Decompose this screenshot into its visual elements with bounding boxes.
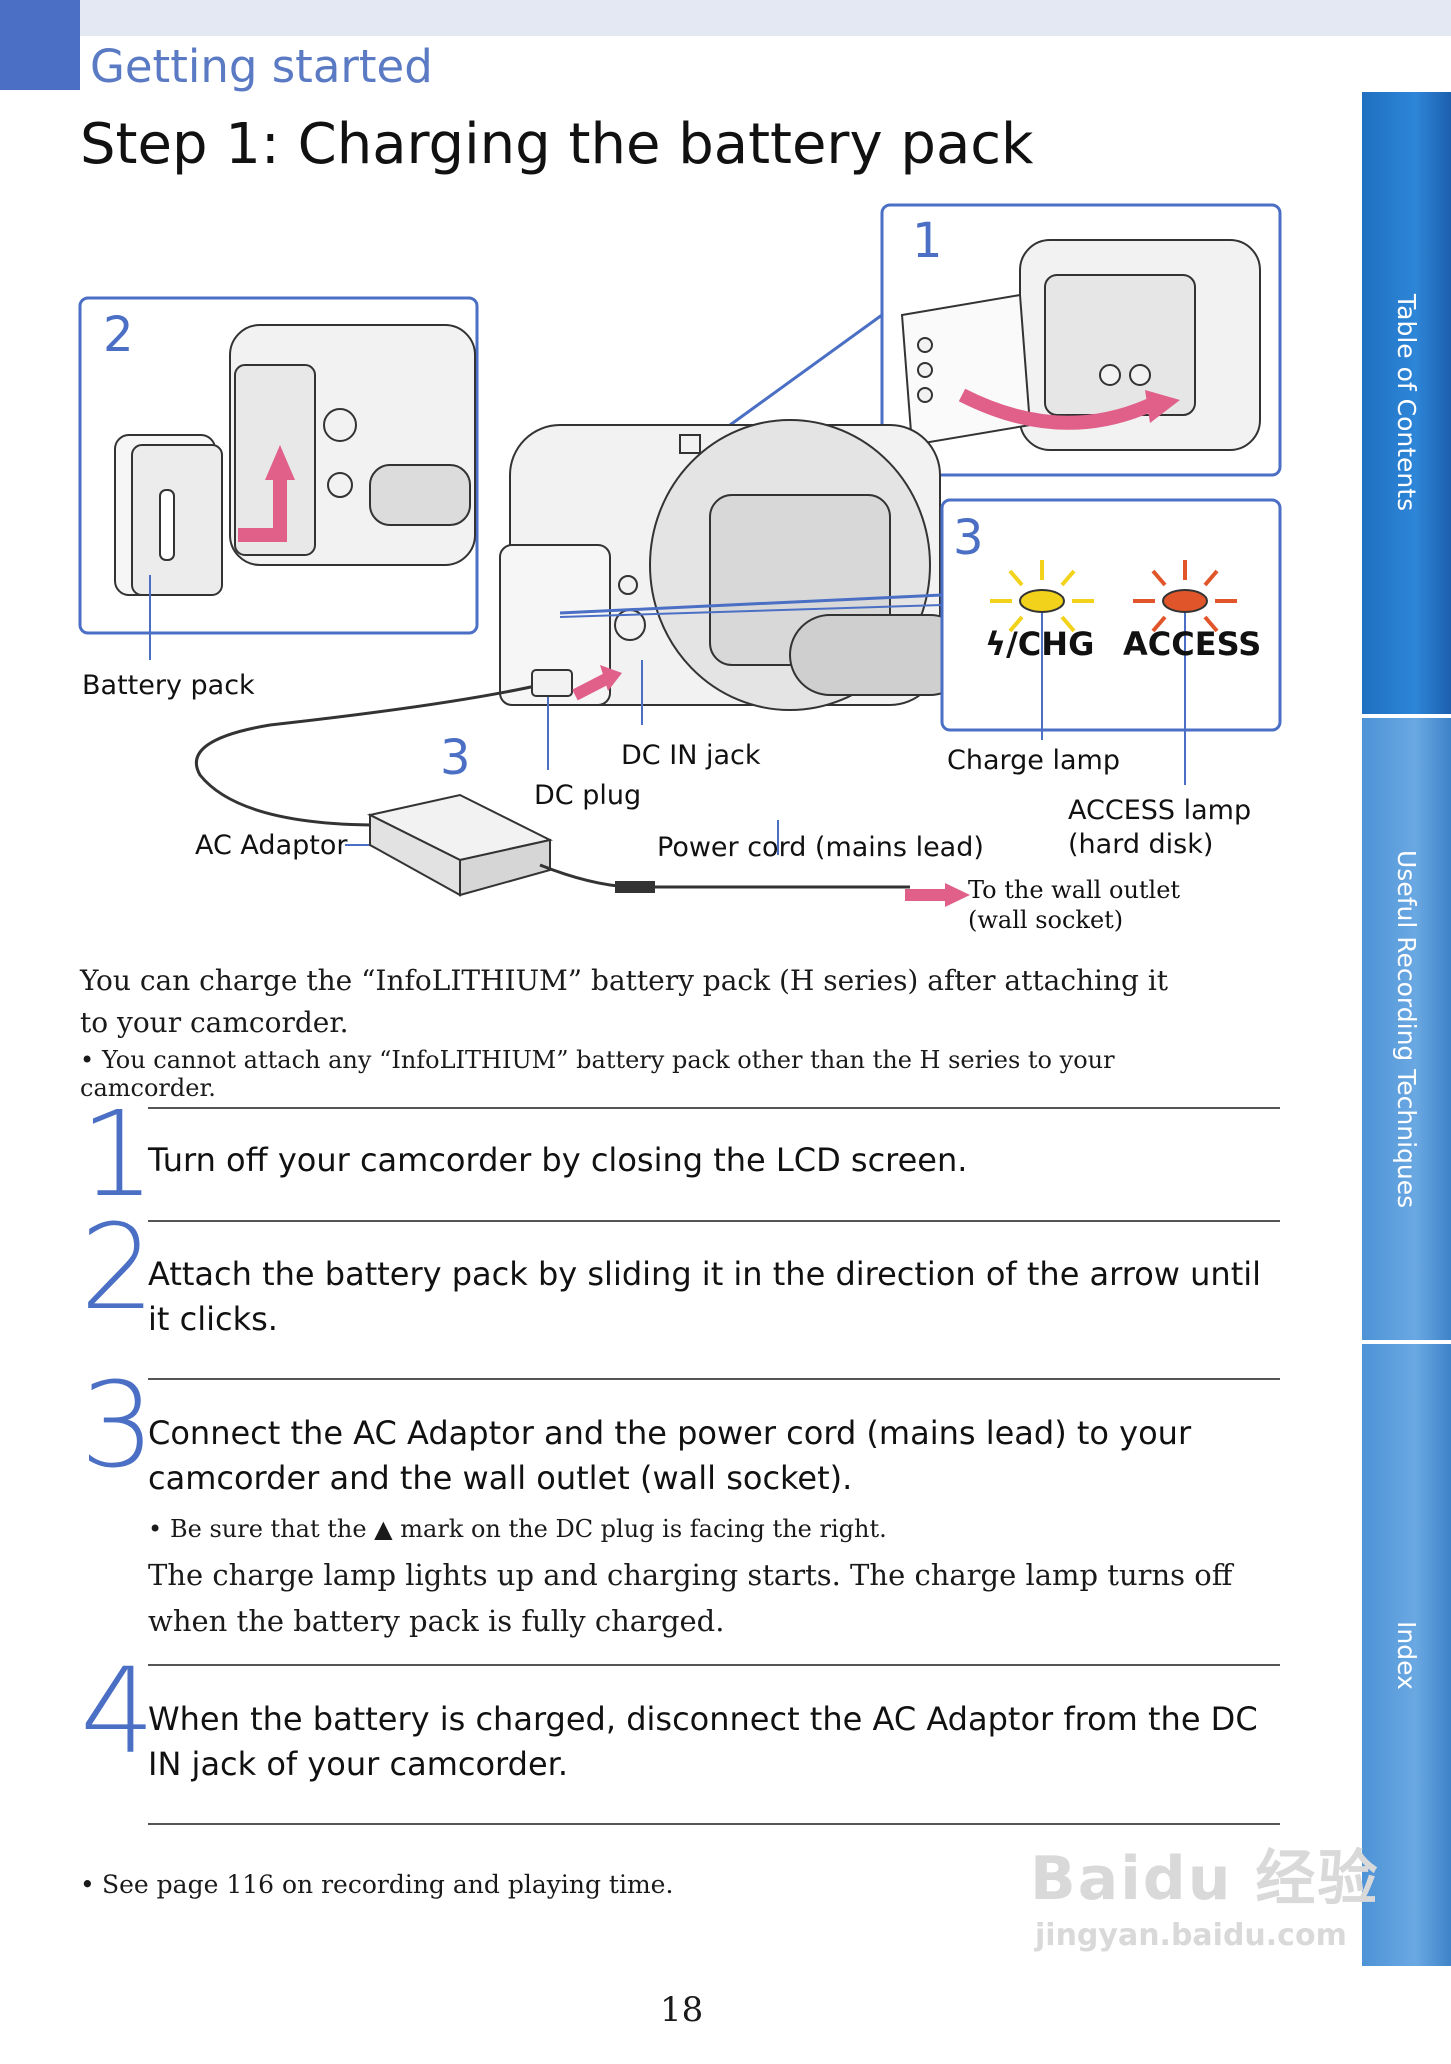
header-band [0,0,1451,36]
step-number-3: 3 [80,1356,156,1494]
page-number: 18 [660,1990,704,2030]
label-battery-pack: Battery pack [82,670,255,701]
section-label: Getting started [90,40,433,93]
bullet-icon: • [80,1046,95,1074]
step-3-note: •Be sure that the ▲ mark on the DC plug … [148,1515,887,1543]
bullet-icon: • [148,1515,163,1543]
ac-adaptor-drawing [367,793,553,897]
triangle-up-icon: ▲ [374,1515,393,1543]
footnote: •See page 116 on recording and playing t… [80,1870,674,1899]
divider [148,1823,1280,1825]
label-dc-plug: DC plug [534,780,642,811]
charging-illustration: 1 2 3 3 ϟ/CHG ACCESS Battery pack DC IN … [70,195,1290,945]
step-number-4: 4 [80,1642,156,1780]
watermark-logo: Baidu 经验 [1030,1844,1380,1914]
flash-icon: ϟ [985,625,1007,663]
panel-3-pointer-2 [559,604,943,618]
tab-index[interactable]: Index [1362,1344,1451,1966]
access-lamp-icon [1133,560,1237,633]
bullet-icon: • [80,1870,95,1899]
tab-table-of-contents[interactable]: Table of Contents [1362,92,1451,714]
section-marker [0,0,80,90]
panel-number-2: 2 [103,307,134,363]
panel-1-pointer [729,313,883,427]
step-number-1: 1 [80,1085,156,1223]
label-charge-lamp: Charge lamp [947,745,1120,776]
divider [148,1220,1280,1222]
charge-lamp-icon [990,560,1094,633]
plug-arrow [572,671,613,701]
divider [148,1378,1280,1380]
watermark-url: jingyan.baidu.com [1035,1918,1347,1953]
panel-number-1: 1 [912,213,943,269]
panel-3-frame [940,498,1282,732]
label-ac-adaptor: AC Adaptor [195,830,348,861]
intro-text: You can charge the “InfoLITHIUM” battery… [80,964,1169,1039]
panel-3-pointer [559,593,943,615]
wall-arrow-head [945,883,970,907]
divider [148,1107,1280,1109]
dc-cable [194,683,541,827]
slide-arrow-head [265,445,295,480]
step-3-text: Connect the AC Adaptor and the power cor… [148,1414,1192,1497]
divider [148,1664,1280,1666]
step-1-text: Turn off your camcorder by closing the L… [148,1141,968,1179]
slide-arrow [238,475,287,542]
step-number-2: 2 [80,1198,156,1336]
label-power-cord: Power cord (mains lead) [657,832,984,863]
label-access-lamp-sub: (hard disk) [1068,829,1214,860]
tab-useful-recording-techniques[interactable]: Useful Recording Techniques [1362,718,1451,1340]
tab-label: Index [1392,1620,1421,1690]
label-dc-in-jack: DC IN jack [621,740,761,771]
plug-arrow-head [600,665,622,691]
step-4-text: When the battery is charged, disconnect … [148,1700,1258,1783]
open-arrow-head [1145,390,1180,423]
open-arrow [958,388,1153,430]
main-camcorder [499,419,971,711]
step-2-text: Attach the battery pack by sliding it in… [148,1255,1262,1338]
battery-pack-drawing [114,434,223,596]
label-access-lamp: ACCESS lamp [1068,795,1252,826]
panel-number-3-lamps: 3 [953,510,984,566]
tab-label: Useful Recording Techniques [1392,849,1421,1209]
panel-number-3-cables: 3 [440,730,471,786]
access-lamp-label: ACCESS [1123,625,1262,663]
step-3-body: The charge lamp lights up and charging s… [148,1558,1233,1638]
dc-plug [531,669,573,697]
page-title: Step 1: Charging the battery pack [80,112,1034,177]
label-wall-socket: (wall socket) [968,906,1124,934]
intro-note: •You cannot attach any “InfoLITHIUM” bat… [80,1046,1115,1102]
camcorder-diagram [78,203,1282,907]
chg-lamp-label: ϟ/CHG [985,625,1095,663]
tab-label: Table of Contents [1392,294,1421,512]
power-cord [539,863,910,889]
label-wall-outlet: To the wall outlet [968,876,1181,904]
